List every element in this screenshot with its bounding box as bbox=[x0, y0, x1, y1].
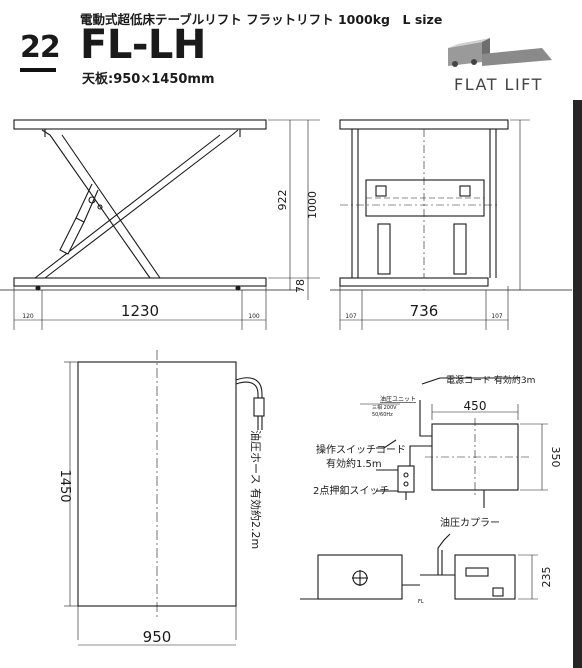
hydraulic-unit-voltage: 三相 200V bbox=[372, 404, 397, 411]
front-right-dimension: 107 bbox=[491, 313, 503, 320]
header: 22 電動式超低床テーブルリフト フラットリフト 1000kg L size F… bbox=[0, 0, 582, 100]
hydraulic-unit-title: 油圧ユニット bbox=[380, 395, 416, 403]
front-height-dimension: 1000 bbox=[306, 191, 319, 219]
brand-name: FLAT LIFT bbox=[454, 75, 543, 94]
brand-logo-icon bbox=[448, 38, 552, 67]
front-view-dimensions: 736 107 107 1000 bbox=[306, 191, 503, 320]
model-name: FL-LH bbox=[80, 22, 206, 68]
top-length-dimension: 1450 bbox=[57, 469, 72, 502]
page-number-underline bbox=[20, 68, 56, 72]
hydraulic-unit-frequency: 50/60Hz bbox=[372, 412, 393, 418]
top-view-drawing bbox=[64, 350, 265, 646]
page-edge-bar bbox=[573, 100, 582, 668]
unit-width-dimension: 450 bbox=[464, 399, 487, 413]
switch-cord-length: 有効約1.5m bbox=[326, 457, 382, 470]
side-width-dimension: 1230 bbox=[121, 302, 159, 320]
hydraulic-hose-label: 油圧ホース 有効約2.2m bbox=[249, 430, 263, 549]
hydraulic-coupler-label: 油圧カプラー bbox=[440, 516, 500, 529]
unit-height-dimension: 235 bbox=[540, 567, 553, 588]
power-unit-labels: 電源コード 有効約3m 油圧ユニット 三相 200V 50/60Hz 450 3… bbox=[313, 374, 562, 605]
side-lowered-dimension: 78 bbox=[294, 279, 307, 293]
fl-small-label: FL bbox=[418, 599, 424, 605]
side-height-dimension: 922 bbox=[276, 190, 289, 211]
side-left-dimension: 120 bbox=[22, 313, 34, 320]
front-width-dimension: 736 bbox=[410, 302, 439, 320]
switch-cord-label: 操作スイッチコード bbox=[316, 443, 406, 456]
table-spec: 天板:950×1450mm bbox=[82, 72, 215, 87]
front-view-drawing bbox=[330, 119, 572, 330]
side-view-drawing bbox=[0, 119, 320, 330]
product-subtitle: 電動式超低床テーブルリフト フラットリフト 1000kg L size bbox=[80, 12, 443, 27]
side-right-dimension: 100 bbox=[248, 313, 260, 320]
top-width-dimension: 950 bbox=[143, 628, 172, 646]
power-unit-plan-drawing bbox=[360, 377, 548, 508]
power-unit-elevation-drawing bbox=[300, 533, 538, 600]
unit-depth-dimension: 350 bbox=[549, 447, 562, 468]
push-button-switch-label: 2点押釦スイッチ bbox=[313, 484, 389, 497]
power-cord-label: 電源コード 有効約3m bbox=[446, 374, 535, 386]
top-view-dimensions: 1450 950 油圧ホース 有効約2.2m bbox=[57, 430, 263, 646]
page-number: 22 bbox=[20, 30, 61, 65]
side-view-dimensions: 1230 120 100 922 78 bbox=[22, 190, 307, 321]
front-left-dimension: 107 bbox=[345, 313, 357, 320]
